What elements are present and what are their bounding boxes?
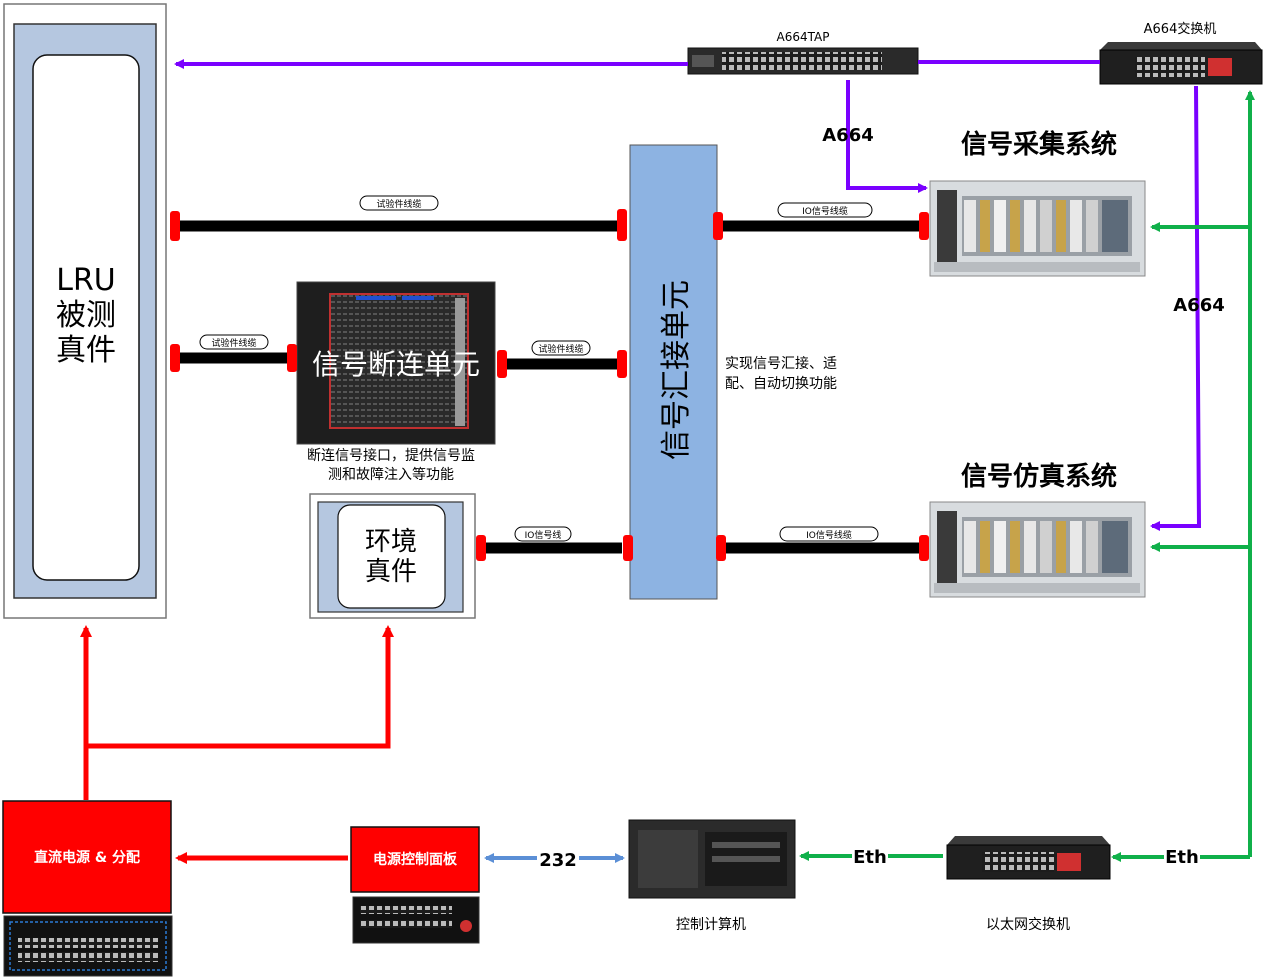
cable-label-env-hub: IO信号线 [525,529,562,541]
sim-system: 信号仿真系统 [929,461,1146,598]
cable-tag [779,526,879,542]
connector [716,535,726,561]
connector [476,535,486,561]
breakout-desc-line1: 断连信号接口，提供信号监 [307,447,475,464]
edge-label-a664-switch: A664 [1173,295,1225,316]
cable-label-hub-sim: IO信号线缆 [806,529,852,541]
connector [617,350,627,378]
a664-links: A664 A664 [174,59,1225,531]
breakout-label: 信号断连单元 [312,348,480,381]
control-pc: 控制计算机 [628,819,796,933]
edge-label-232: 232 [539,850,577,871]
cable-tag [531,340,591,356]
cable-label-breakout-hub: 试验件线缆 [538,343,583,355]
edge-label-eth-switch: Eth [1165,847,1199,868]
cable-tag [359,195,439,211]
connector [287,344,297,372]
power-label: 直流电源 & 分配 [34,849,140,866]
power-control-panel: 电源控制面板 [350,826,480,944]
cables: 试验件线缆 试验件线缆 试验件线缆 IO信号线 IO信号线缆 IO信号线缆 [170,195,929,561]
control-pc-label: 控制计算机 [676,917,746,933]
connector [623,535,633,561]
eth-links: Eth Eth [799,90,1255,868]
env-label-line1: 环境 [365,527,417,557]
a664-switch: A664交换机 [1099,21,1263,85]
power-supply: 直流电源 & 分配 [2,800,173,977]
power-panel-label: 电源控制面板 [373,851,458,868]
hub-label: 信号汇接单元 [659,280,694,460]
sim-title: 信号仿真系统 [961,461,1117,492]
a664tap-label: A664TAP [777,30,830,44]
connector [497,350,507,378]
cable-label-lru-breakout: 试验件线缆 [211,337,256,349]
power-links [80,625,394,864]
connector [170,211,180,241]
connector [919,212,929,240]
a664switch-label: A664交换机 [1144,21,1217,37]
cable-tag [514,526,572,542]
cable-label-lru-hub: 试验件线缆 [376,198,421,210]
env-label-line2: 真件 [365,557,417,587]
connector [919,535,929,561]
hub-unit: 信号汇接单元 实现信号汇接、适 配、自动切换功能 [629,144,837,600]
rs232-link: 232 [484,848,625,871]
breakout-unit: 信号断连单元 断连信号接口，提供信号监 测和故障注入等功能 [296,281,496,483]
hub-desc-line1: 实现信号汇接、适 [725,355,837,372]
lru-label-line3: 真件 [56,333,116,368]
connector [713,212,723,240]
cable-tag [199,334,269,350]
lru-label-line2: 被测 [56,298,116,333]
hub-desc-line2: 配、自动切换功能 [725,375,837,392]
env-unit: 环境 真件 [309,493,476,619]
breakout-desc-line2: 测和故障注入等功能 [328,466,454,483]
a664-tap: A664TAP [687,30,919,75]
connector [170,344,180,372]
acq-title: 信号采集系统 [961,129,1117,160]
acq-system: 信号采集系统 [929,129,1146,277]
eth-switch: 以太网交换机 [946,836,1111,933]
connector [617,209,627,241]
edge-label-a664-tap: A664 [822,125,874,146]
lru-unit: LRU 被测 真件 [3,3,167,619]
cable-tag [777,202,873,218]
lru-label-line1: LRU [56,263,116,298]
edge-label-eth-pc: Eth [853,847,887,868]
cable-label-hub-acq: IO信号线缆 [802,205,848,217]
eth-switch-label: 以太网交换机 [986,916,1070,933]
